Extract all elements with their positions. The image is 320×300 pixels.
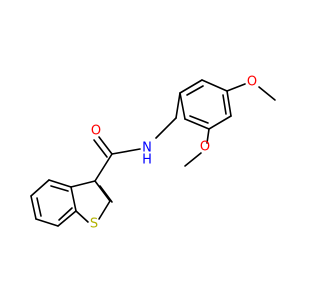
bond bbox=[30, 179, 50, 197]
nitrogen-amide-label: N bbox=[142, 141, 152, 156]
bond bbox=[70, 186, 77, 212]
bond bbox=[184, 152, 202, 167]
bond bbox=[50, 185, 69, 192]
atom-labels: O N H S O O bbox=[90, 75, 257, 232]
bond bbox=[48, 179, 72, 188]
bond bbox=[226, 83, 246, 92]
bond bbox=[201, 79, 228, 92]
bond bbox=[35, 218, 59, 227]
oxygen-methoxy-upper-label: O bbox=[247, 75, 257, 90]
bond bbox=[75, 210, 89, 223]
bond bbox=[30, 195, 37, 220]
bond bbox=[186, 85, 204, 96]
oxygen-carbonyl-label: O bbox=[91, 124, 101, 139]
bond bbox=[99, 185, 113, 203]
bond bbox=[155, 117, 177, 139]
sulfur-ring-label: S bbox=[90, 217, 98, 232]
bond bbox=[36, 197, 42, 217]
hydrogen-amide-label: H bbox=[142, 153, 152, 168]
bond bbox=[184, 118, 210, 130]
bond bbox=[58, 207, 73, 221]
bond bbox=[222, 94, 227, 115]
bond bbox=[179, 92, 186, 120]
bond bbox=[175, 92, 181, 119]
bond bbox=[226, 90, 232, 117]
bond bbox=[94, 153, 113, 182]
bond bbox=[57, 210, 77, 227]
bond bbox=[98, 136, 113, 155]
bond bbox=[208, 115, 232, 130]
oxygen-methoxy-lower-label: O bbox=[200, 140, 210, 155]
bond bbox=[189, 115, 209, 124]
bond bbox=[258, 86, 276, 101]
bond-lines bbox=[30, 79, 276, 227]
bond bbox=[98, 200, 111, 220]
bond bbox=[93, 139, 108, 158]
bond bbox=[206, 128, 210, 144]
bond bbox=[94, 180, 111, 202]
bond bbox=[111, 148, 141, 155]
bond bbox=[70, 180, 96, 188]
molecule-structure: O N H S O O bbox=[30, 75, 276, 232]
bond bbox=[179, 79, 203, 94]
